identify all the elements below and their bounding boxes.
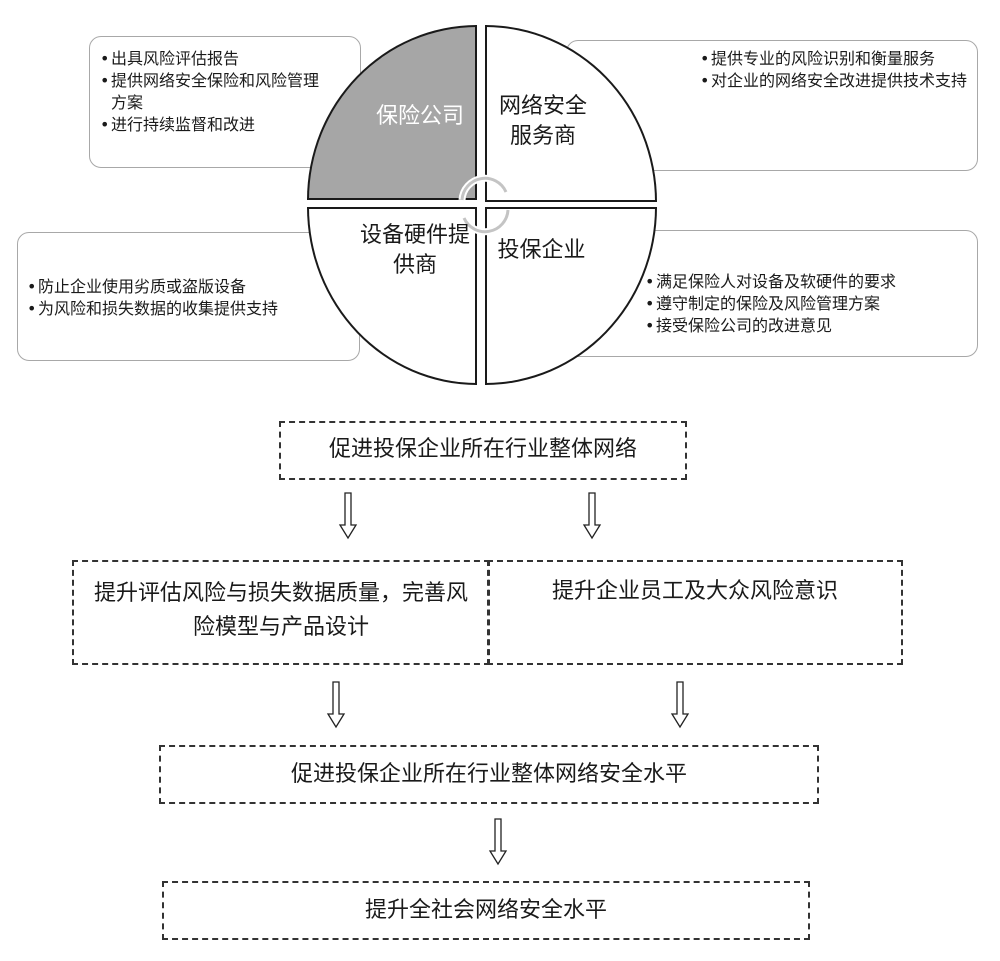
hardware-provider-duties-box: 防止企业使用劣质或盗版设备 为风险和损失数据的收集提供支持: [17, 232, 360, 361]
hardware-provider-duty-item: 为风险和损失数据的收集提供支持: [27, 298, 355, 320]
flow-step-industry-network: 促进投保企业所在行业整体网络: [279, 421, 687, 480]
insured-company-duty-item: 满足保险人对设备及软硬件的要求: [645, 271, 973, 293]
insurer-duty-item: 出具风险评估报告: [100, 48, 352, 70]
down-arrow-icon: [582, 492, 602, 540]
down-arrow-icon: [338, 492, 358, 540]
security-provider-label: 网络安全服务商: [498, 94, 587, 149]
hardware-provider-label: 设备硬件提供商: [360, 223, 471, 278]
hardware-provider-duty-item: 防止企业使用劣质或盗版设备: [27, 276, 355, 298]
flow-step-industry-security-level: 促进投保企业所在行业整体网络安全水平: [159, 745, 819, 804]
flow-step-risk-awareness: 提升企业员工及大众风险意识: [487, 560, 903, 665]
insurer-duty-item: 提供网络安全保险和风险管理方案: [100, 70, 326, 114]
flow-step-data-quality-text: 提升评估风险与损失数据质量，完善风险模型与产品设计: [93, 581, 468, 640]
down-arrow-icon: [326, 681, 346, 729]
cycle-arcs-icon: [458, 174, 512, 236]
flow-step-data-quality: 提升评估风险与损失数据质量，完善风险模型与产品设计: [72, 560, 490, 665]
flow-step-society-security-level: 提升全社会网络安全水平: [162, 881, 810, 940]
down-arrow-icon: [488, 818, 508, 866]
insured-company-duty-item: 遵守制定的保险及风险管理方案: [645, 293, 973, 315]
security-provider-duty-item: 提供专业的风险识别和衡量服务: [700, 48, 969, 70]
insurer-duty-item: 进行持续监督和改进: [100, 114, 352, 136]
insurer-label: 保险公司: [375, 104, 464, 129]
insurer-duties-box: 出具风险评估报告 提供网络安全保险和风险管理方案 进行持续监督和改进: [89, 36, 361, 168]
insured-company-duty-item: 接受保险公司的改进意见: [645, 315, 973, 337]
down-arrow-icon: [670, 681, 690, 729]
security-provider-duty-item: 对企业的网络安全改进提供技术支持: [700, 70, 969, 92]
insured-company-label: 投保企业: [497, 238, 586, 263]
